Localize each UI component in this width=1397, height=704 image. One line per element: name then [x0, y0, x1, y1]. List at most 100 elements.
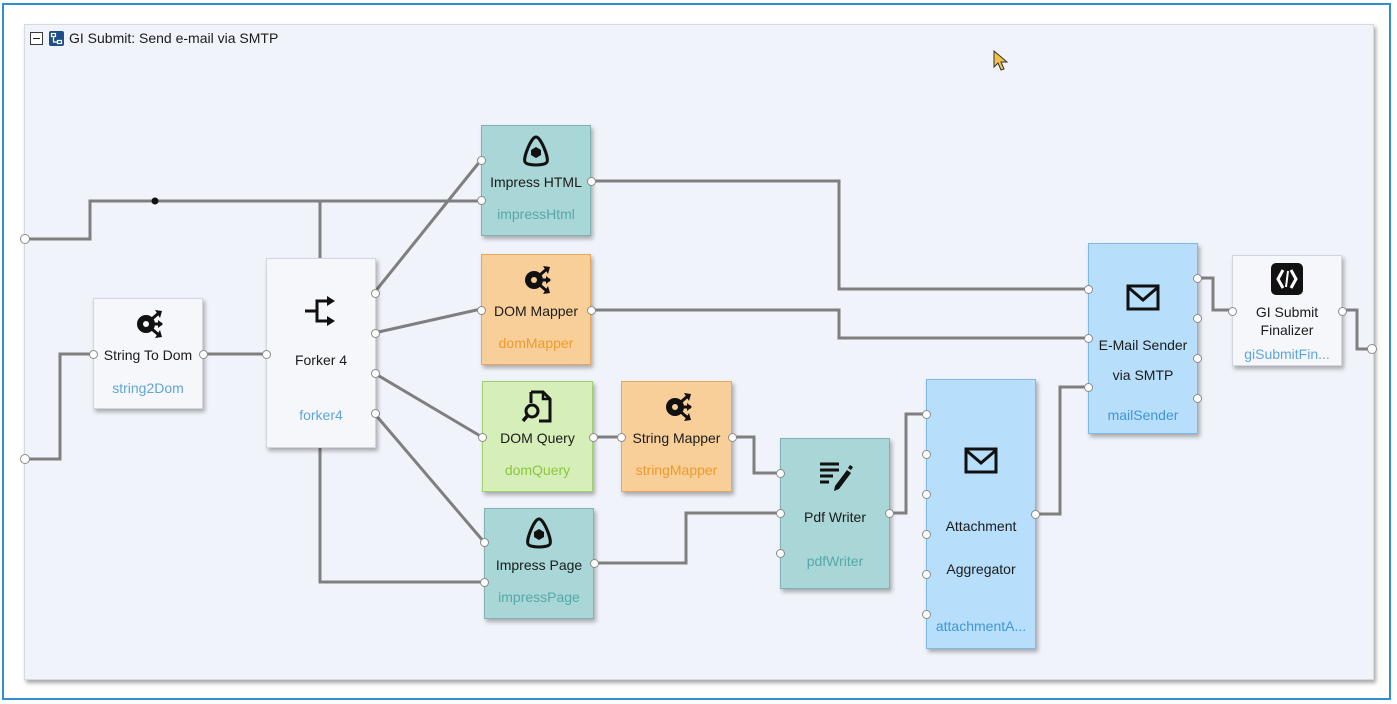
input-port[interactable] — [89, 350, 98, 359]
node-dom-mapper[interactable]: DOM Mapper domMapper — [477, 254, 596, 365]
node-id: impressPage — [498, 589, 580, 605]
flow-icon — [49, 30, 64, 46]
output-port[interactable] — [371, 329, 380, 338]
node-string-mapper[interactable]: String Mapper stringMapper — [617, 381, 737, 492]
code-brackets-icon — [1271, 263, 1303, 295]
node-impress-html[interactable]: Impress HTML impressHtml — [477, 125, 596, 236]
input-port[interactable] — [480, 538, 489, 547]
input-port[interactable] — [477, 196, 486, 205]
node-label: Attachment — [945, 518, 1017, 534]
output-port[interactable] — [1193, 314, 1202, 323]
wire-input2 — [25, 352, 92, 461]
wire-dommapper-mail — [591, 308, 1088, 340]
wire-stringmapper-pdf — [732, 435, 780, 475]
input-port[interactable] — [477, 306, 486, 315]
wire-junction — [151, 197, 159, 205]
output-port[interactable] — [728, 433, 737, 442]
node-impress-page[interactable]: Impress Page impressPage — [480, 508, 599, 619]
output-port[interactable] — [1193, 354, 1202, 363]
input-port[interactable] — [1084, 285, 1093, 294]
wire-mail-finalizer — [1197, 276, 1232, 312]
flow-header: GI Submit: Send e-mail via SMTP — [30, 28, 278, 48]
node-id: attachmentA... — [935, 618, 1027, 634]
output-port[interactable] — [371, 369, 380, 378]
envelope-icon — [964, 447, 998, 474]
node-attachment-aggregator[interactable]: Attachment Aggregator attachmentA... — [922, 379, 1040, 649]
impress-triangle-icon — [523, 135, 549, 167]
input-port[interactable] — [262, 350, 271, 359]
input-port[interactable] — [1084, 383, 1093, 392]
wire-fork-impresspage — [372, 412, 486, 543]
node-id: domQuery — [504, 462, 571, 478]
node-label: DOM Mapper — [493, 303, 579, 319]
mapper-icon — [665, 393, 692, 421]
flow-input-port — [20, 234, 30, 244]
output-port[interactable] — [589, 433, 598, 442]
node-dom-query[interactable]: DOM Query domQuery — [478, 381, 598, 492]
node-label: String Mapper — [632, 430, 721, 446]
wire-fork-bottom — [318, 448, 484, 584]
output-port[interactable] — [371, 409, 380, 418]
output-port[interactable] — [885, 509, 894, 518]
mouse-cursor-icon — [993, 50, 1009, 71]
node-id: stringMapper — [635, 462, 718, 478]
node-id: mailSender — [1107, 407, 1179, 423]
output-port[interactable] — [199, 350, 208, 359]
wire-impresspage-pdf — [594, 511, 780, 565]
input-port[interactable] — [922, 530, 931, 539]
output-port[interactable] — [587, 306, 596, 315]
input-port[interactable] — [478, 433, 487, 442]
mapper-icon — [137, 310, 163, 338]
node-label: GI Submit — [1255, 304, 1319, 320]
wire-pdf-attachment — [889, 412, 926, 515]
output-port[interactable] — [1338, 307, 1347, 316]
node-forker-4[interactable]: Forker 4 forker4 — [262, 258, 380, 448]
node-email-sender[interactable]: E-Mail Sender via SMTP mailSender — [1084, 243, 1202, 434]
node-string-to-dom[interactable]: String To Dom string2Dom — [89, 298, 208, 409]
input-port[interactable] — [480, 578, 489, 587]
input-port[interactable] — [922, 570, 931, 579]
node-label: Pdf Writer — [804, 509, 866, 525]
output-port[interactable] — [371, 289, 380, 298]
mapper-icon — [525, 266, 551, 294]
node-label: Forker 4 — [294, 352, 348, 368]
input-port[interactable] — [477, 156, 486, 165]
input-port[interactable] — [922, 410, 931, 419]
wire-html-mail — [591, 179, 1088, 291]
node-label: DOM Query — [500, 430, 575, 446]
input-port[interactable] — [776, 549, 785, 558]
input-port[interactable] — [1084, 334, 1093, 343]
output-port[interactable] — [590, 559, 599, 568]
node-label-line2: Finalizer — [1260, 322, 1314, 338]
wire-fork-html — [372, 159, 483, 294]
input-port[interactable] — [1228, 307, 1237, 316]
input-port[interactable] — [617, 433, 626, 442]
wire-fork-dommapper — [373, 307, 482, 335]
wire-attachment-mail — [1035, 385, 1088, 516]
input-port[interactable] — [922, 450, 931, 459]
node-label-line2: via SMTP — [1112, 367, 1174, 383]
output-port[interactable] — [1193, 394, 1202, 403]
output-port[interactable] — [1031, 510, 1040, 519]
input-port[interactable] — [922, 610, 931, 619]
node-label: Impress HTML — [490, 174, 582, 190]
document-edit-icon — [820, 462, 853, 491]
input-port[interactable] — [776, 509, 785, 518]
output-port[interactable] — [1193, 274, 1202, 283]
wire-fork-domquery — [373, 371, 483, 439]
output-port[interactable] — [587, 177, 596, 186]
node-gi-submit-finalizer[interactable]: GI Submit Finalizer giSubmitFin... — [1228, 255, 1347, 366]
input-port[interactable] — [776, 469, 785, 478]
input-port[interactable] — [922, 490, 931, 499]
wire-input1 — [25, 199, 322, 258]
node-id: giSubmitFin... — [1244, 346, 1330, 362]
impress-triangle-icon — [526, 517, 552, 549]
node-id: domMapper — [498, 335, 574, 351]
node-pdf-writer[interactable]: Pdf Writer pdfWriter — [776, 438, 894, 589]
collapse-icon[interactable] — [30, 31, 43, 45]
envelope-icon — [1126, 284, 1160, 311]
document-search-icon — [521, 390, 551, 423]
node-id: pdfWriter — [806, 553, 864, 569]
fork-icon — [305, 296, 335, 326]
